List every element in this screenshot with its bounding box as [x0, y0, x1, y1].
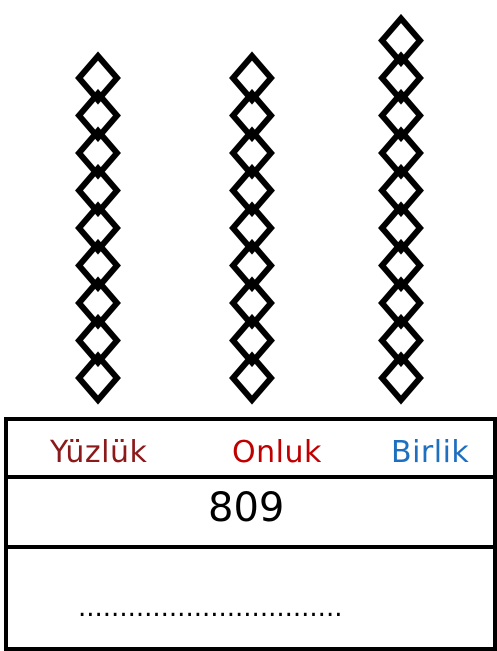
hundreds-bead	[75, 351, 121, 405]
hundreds-bead	[75, 126, 121, 180]
tens-label: Onluk	[232, 435, 322, 470]
hundreds-bead	[75, 51, 121, 105]
hundreds-bead	[75, 313, 121, 368]
hundreds-label: Yüzlük	[50, 435, 148, 470]
tens-bead	[229, 201, 275, 255]
tens-bead	[229, 126, 275, 180]
ones-bead	[378, 276, 424, 330]
place-value-header-row: Yüzlük Onluk Birlik	[8, 421, 493, 479]
tens-bead	[229, 163, 275, 218]
ones-bead	[378, 313, 424, 368]
tens-bead	[229, 276, 275, 330]
ones-bead	[378, 13, 424, 68]
hundreds-bead	[75, 88, 121, 143]
ones-label: Birlik	[391, 435, 470, 470]
ones-bead	[378, 351, 424, 405]
answer-blank: ................................	[78, 593, 343, 623]
number-row: 809	[8, 483, 493, 549]
hundreds-bead	[75, 238, 121, 293]
answer-row[interactable]: ................................	[8, 553, 493, 647]
ones-rod	[378, 13, 424, 405]
hundreds-rod	[75, 51, 121, 405]
tens-rod	[229, 51, 275, 405]
number-value: 809	[208, 485, 285, 531]
place-value-table: Yüzlük Onluk Birlik 809 ................…	[4, 417, 497, 651]
ones-bead	[378, 126, 424, 180]
hundreds-bead	[75, 276, 121, 330]
tens-bead	[229, 238, 275, 293]
tens-bead	[229, 313, 275, 368]
hundreds-bead	[75, 163, 121, 218]
tens-bead	[229, 351, 275, 405]
abacus	[75, 13, 424, 405]
ones-bead	[378, 163, 424, 218]
tens-bead	[229, 51, 275, 105]
ones-bead	[378, 51, 424, 105]
ones-bead	[378, 88, 424, 143]
hundreds-bead	[75, 201, 121, 255]
tens-bead	[229, 88, 275, 143]
ones-bead	[378, 201, 424, 255]
ones-bead	[378, 238, 424, 293]
